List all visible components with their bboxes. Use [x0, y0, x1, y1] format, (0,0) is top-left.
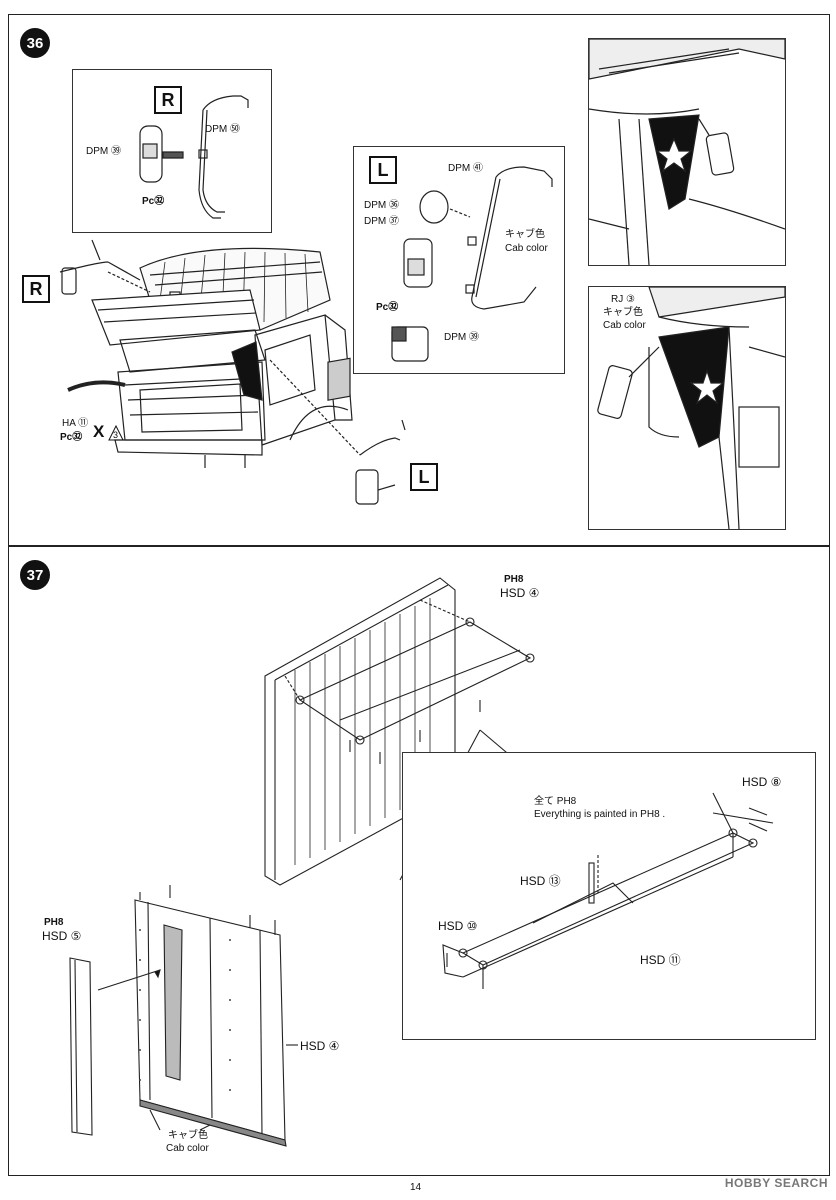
inset-left-badge: L: [369, 156, 397, 184]
frame-detail-part11: HSD ⑪: [640, 953, 681, 967]
inset-left-round-label: DPM ㊱: [364, 200, 399, 211]
photo-mirror-top: [588, 38, 786, 266]
photo2-cab-color-jp: キャブ色: [603, 307, 643, 318]
side-right-badge: R: [22, 275, 50, 303]
inset-left-cab-color-en: Cab color: [505, 243, 548, 254]
page-number: 14: [410, 1182, 422, 1193]
panel-part-label: HSD ④: [300, 1039, 340, 1053]
step-37-number: 37: [20, 560, 50, 590]
photo-mirror-top-drawing: [589, 39, 785, 265]
photo-mirror-bottom: [588, 286, 786, 530]
inset-left-mirror-label: DPM ㊴: [444, 332, 479, 343]
frame-detail-box: [402, 752, 816, 1040]
top-part-label: HSD ④: [500, 586, 540, 600]
bumper-count-triangle: 3: [108, 425, 124, 441]
bumper-paint-label: Pc㉜: [60, 432, 83, 443]
inset-left-arm-label: DPM ㊶: [448, 163, 483, 174]
left-part-label: HSD ⑤: [42, 929, 82, 943]
inset-left-mirror2-label: DPM ㊲: [364, 216, 399, 227]
inset-left-paint-label: Pc㉜: [376, 302, 399, 313]
photo2-part-label: RJ ③: [611, 294, 635, 305]
panel-cab-color-en: Cab color: [166, 1143, 209, 1154]
frame-detail-part8: HSD ⑧: [742, 775, 782, 789]
frame-detail-all-en: Everything is painted in PH8 .: [534, 809, 666, 820]
inset-right-arm-label: DPM ㊿: [205, 124, 240, 135]
frame-detail-part13: HSD ⑬: [520, 874, 561, 888]
bumper-count: 3: [113, 430, 119, 440]
side-left-badge: L: [410, 463, 438, 491]
bumper-part-label: HA ⑪: [62, 418, 89, 429]
top-paint-label: PH8: [504, 574, 524, 585]
frame-detail-part10: HSD ⑩: [438, 919, 478, 933]
inset-left-box: [353, 146, 565, 374]
inset-right-badge: R: [154, 86, 182, 114]
panel-cab-color-jp: キャブ色: [168, 1130, 208, 1141]
bumper-x-mark: X: [93, 422, 105, 441]
inset-right-drawing: [139, 95, 249, 219]
photo2-cab-color-en: Cab color: [603, 320, 646, 331]
frame-detail-all-jp: 全て PH8: [534, 796, 577, 807]
inset-left-cab-color-jp: キャブ色: [505, 229, 545, 240]
step-36-number: 36: [20, 28, 50, 58]
frame-detail-drawing: [442, 792, 774, 989]
left-paint-label: PH8: [44, 917, 64, 928]
inset-left-drawing: [391, 166, 553, 362]
inset-right-paint-label: Pc㉜: [142, 196, 165, 207]
watermark: HOBBY SEARCH: [724, 1176, 828, 1190]
photo-mirror-bottom-drawing: [597, 287, 785, 529]
inset-right-mirror-label: DPM ㊴: [86, 146, 121, 157]
